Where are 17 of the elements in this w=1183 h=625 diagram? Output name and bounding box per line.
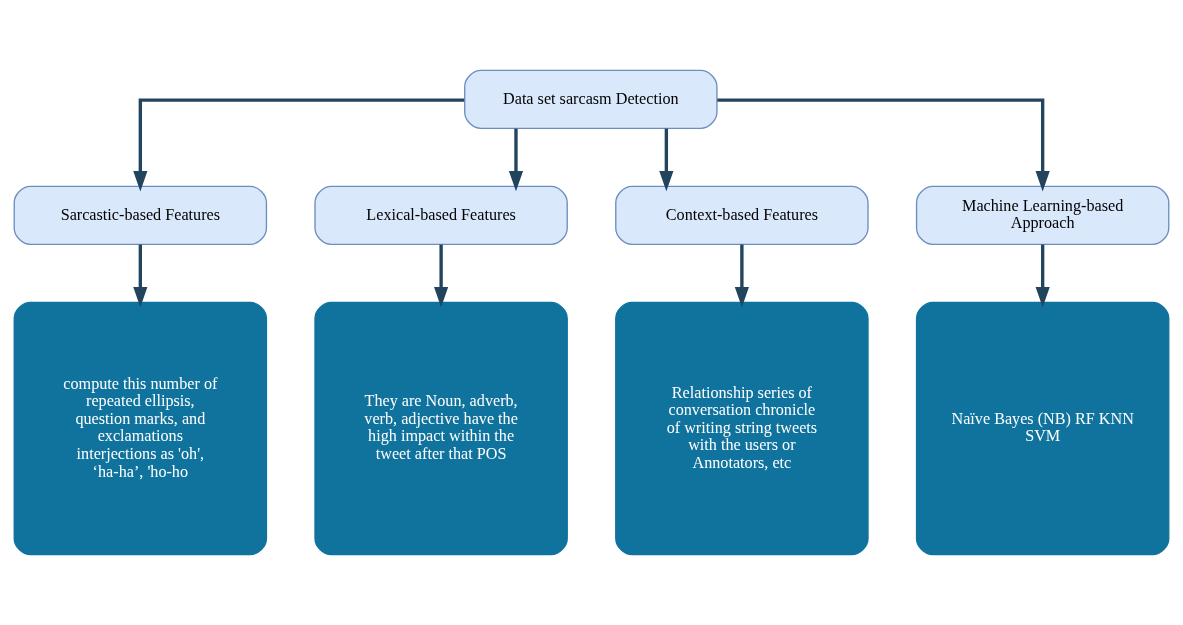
arrow [1035,244,1050,308]
arrow [508,128,524,192]
node-box: compute this number of repeated ellipsis, question marks, and exclamations interjections as 'oh', ‘ha-ha’, 'ho-ho [13,301,268,556]
arrow [717,98,1050,192]
node-box: Context-based Features [615,185,869,246]
node-box: Machine Learning-based Approach [915,185,1170,246]
arrow [434,244,449,308]
arrow [133,244,148,308]
node-box: Naïve Bayes (NB) RF KNN SVM [915,301,1170,556]
node-box: Data set sarcasm Detection [464,69,718,130]
arrow [659,128,674,192]
arrow [734,244,749,308]
node-box: Sarcastic-based Features [13,185,268,246]
node-box: They are Noun, adverb, verb, adjective have the high impact within the tweet after that POS [314,301,568,556]
node-box: Relationship series of conversation chronicle of writing string tweets with the users or Annotators, etc [615,301,869,556]
node-box: Lexical-based Features [314,185,568,246]
arrow [133,98,465,192]
